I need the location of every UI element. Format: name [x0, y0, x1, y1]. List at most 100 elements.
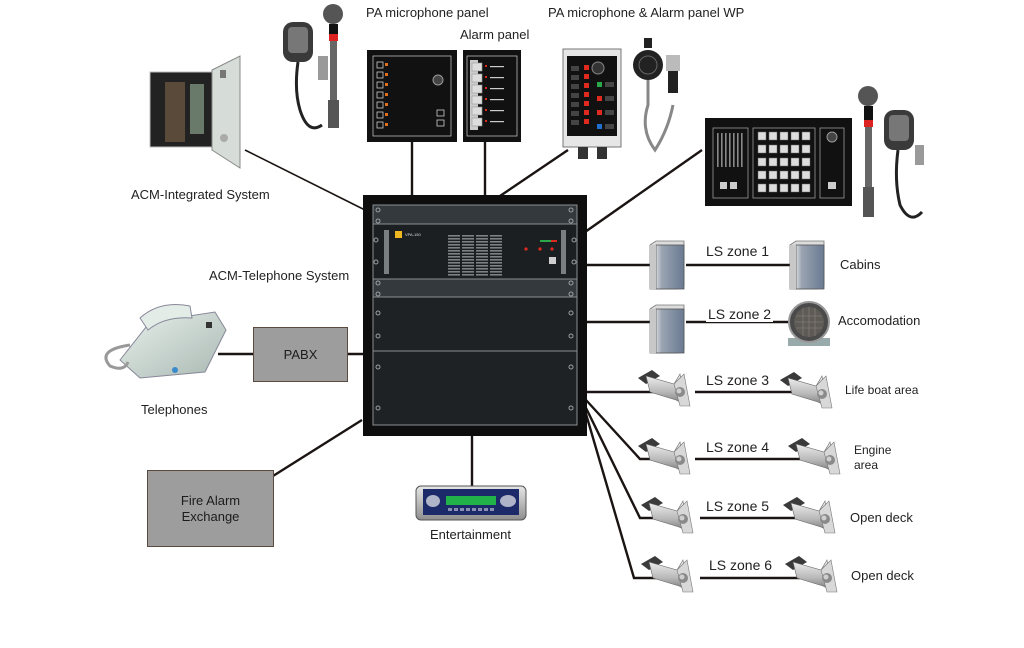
pa-microphone-alarm-panel-wp[interactable]	[562, 48, 622, 159]
speaker-grille-slot	[729, 133, 731, 167]
alarm-panel-text	[490, 66, 504, 68]
pa-panel-led	[385, 83, 388, 86]
microphone-station[interactable]	[705, 118, 852, 206]
pa-panel-led	[385, 103, 388, 106]
wp-panel-button	[571, 111, 579, 116]
handheld-microphone-left	[283, 4, 343, 130]
alarm-panel-led	[485, 98, 487, 100]
link-pa-mic-alarm-wp	[499, 149, 569, 197]
central-rack[interactable]: VPA-150	[363, 195, 587, 436]
speaker-grille-slot	[737, 133, 739, 167]
entertainment-radio[interactable]	[415, 485, 527, 521]
rack-screw	[375, 364, 381, 370]
amplifier-unit	[372, 223, 578, 281]
label-pa-mic-alarm-panel-wp: PA microphone & Alarm panel WP	[548, 5, 745, 20]
keypad-key	[757, 157, 767, 167]
rack-screw	[375, 405, 381, 411]
keypad-key	[757, 131, 767, 141]
alarm-panel[interactable]	[463, 50, 521, 142]
zone-4-horn-a	[637, 437, 691, 475]
zone-6-horn-a	[640, 555, 694, 593]
keypad-key	[790, 170, 800, 180]
radio-button	[466, 508, 470, 511]
pa-panel-button	[376, 61, 384, 69]
keypad-key	[768, 131, 778, 141]
wp-panel-led	[597, 96, 602, 101]
pa-panel-led	[385, 93, 388, 96]
link-mic-station	[584, 149, 703, 233]
alarm-panel-text	[490, 121, 504, 123]
keypad-key	[801, 144, 811, 154]
keypad-key	[757, 183, 767, 193]
alarm-panel-text	[490, 110, 504, 112]
pabx-box[interactable]: PABX	[253, 327, 348, 382]
rack-screw	[571, 237, 577, 243]
zone-5-label: LS zone 5	[704, 498, 772, 514]
fire-alarm-label-line2: Exchange	[181, 508, 240, 524]
wp-panel-led	[584, 74, 589, 79]
rack-screw	[373, 259, 379, 265]
pa-panel-led	[385, 123, 388, 126]
keypad-key	[757, 170, 767, 180]
acm-integrated-cabinet[interactable]	[149, 55, 241, 169]
rack-screw	[375, 310, 381, 316]
zone-6-area: Open deck	[851, 568, 914, 583]
radio-button	[490, 508, 494, 511]
rack-screw	[568, 364, 574, 370]
wp-panel-button	[571, 84, 579, 89]
label-alarm-panel: Alarm panel	[460, 27, 530, 42]
alarm-panel-button	[471, 117, 483, 127]
wp-panel-button	[605, 96, 614, 101]
radio-button	[448, 508, 452, 511]
keypad-key	[801, 170, 811, 180]
speaker-grille-slot	[725, 133, 727, 167]
zone-3-area: Life boat area	[845, 383, 919, 397]
wp-panel-led	[597, 124, 602, 129]
label-acm-telephone: ACM-Telephone System	[209, 268, 350, 283]
alarm-panel-text	[490, 99, 504, 101]
link-acm-integrated	[244, 149, 366, 211]
keypad-key	[768, 170, 778, 180]
amplifier-vents	[448, 235, 502, 276]
wp-panel-button	[571, 93, 579, 98]
wp-panel-led	[584, 92, 589, 97]
rack-screw	[568, 291, 574, 297]
zone-6-horn-b	[784, 555, 838, 593]
wp-panel-button	[605, 124, 614, 129]
rack-screw	[568, 333, 574, 339]
rack-screw	[568, 207, 574, 213]
zone-2-speaker-a	[649, 304, 685, 354]
telephone[interactable]	[104, 304, 227, 379]
keypad-key	[779, 157, 789, 167]
alarm-panel-led	[485, 87, 487, 89]
keypad-key	[779, 170, 789, 180]
label-telephones: Telephones	[141, 402, 208, 417]
alarm-panel-button	[471, 84, 483, 94]
pa-panel-button	[376, 111, 384, 119]
zone-2-area: Accomodation	[838, 313, 921, 328]
pabx-label: PABX	[283, 346, 318, 362]
keypad-key	[779, 183, 789, 193]
speaker-grille-slot	[717, 133, 719, 167]
zone-2-round-speaker	[788, 301, 830, 346]
keypad-key	[790, 157, 800, 167]
label-entertainment: Entertainment	[430, 527, 511, 542]
amplifier-badge-icon	[395, 231, 402, 238]
connection-lines	[218, 140, 800, 580]
keypad-key	[768, 157, 778, 167]
pa-microphone-panel[interactable]	[367, 50, 457, 142]
pa-panel-button	[376, 71, 384, 79]
wp-panel-button	[605, 110, 614, 115]
wp-key-switch	[591, 61, 605, 75]
zone-3-horn-b	[779, 371, 833, 409]
wp-panel-led	[584, 110, 589, 115]
zone-4-horn-b	[787, 437, 841, 475]
alarm-panel-led	[485, 76, 487, 78]
pa-panel-button	[376, 101, 384, 109]
fire-alarm-exchange-box[interactable]: Fire Alarm Exchange	[147, 470, 274, 547]
wp-panel-led	[584, 119, 589, 124]
pa-panel-button	[376, 81, 384, 89]
alarm-panel-button	[471, 62, 483, 72]
zone-1-area: Cabins	[840, 257, 881, 272]
